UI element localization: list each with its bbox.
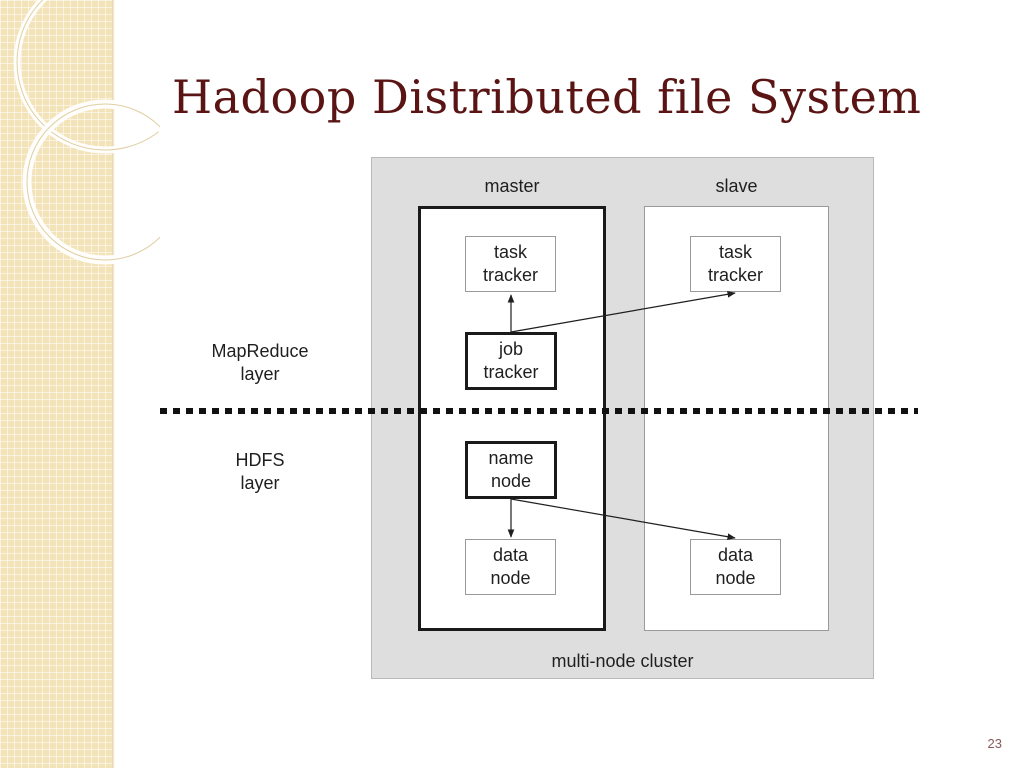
job-tracker-line-2: tracker (483, 362, 539, 382)
decorative-side-strip (0, 0, 112, 768)
master-task-tracker: task tracker (465, 236, 556, 292)
hdfs-layer-line-1: HDFS (235, 450, 285, 470)
hdfs-layer-label: HDFS layer (190, 449, 330, 495)
name-node-line-1: name (488, 448, 534, 468)
job-tracker-line-1: job (498, 339, 524, 359)
mapreduce-layer-label: MapReduce layer (190, 340, 330, 386)
master-data-node: data node (465, 539, 556, 595)
name-node: name node (465, 441, 557, 499)
master-label: master (484, 176, 540, 196)
slave-data-node-line-1: data (717, 545, 754, 565)
slave-task-tracker-line-2: tracker (707, 265, 763, 285)
job-tracker: job tracker (465, 332, 557, 390)
mapreduce-layer-line-1: MapReduce (211, 341, 309, 361)
mapreduce-layer-line-2: layer (240, 364, 280, 384)
name-node-line-2: node (490, 471, 532, 491)
decorative-circles (13, 0, 160, 265)
slave-data-node-line-2: node (715, 568, 756, 588)
hdfs-layer-line-2: layer (240, 473, 280, 493)
slave-data-node: data node (690, 539, 781, 595)
master-data-node-line-2: node (490, 568, 531, 588)
cluster-label: multi-node cluster (551, 651, 694, 671)
slave-task-tracker: task tracker (690, 236, 781, 292)
master-data-node-line-1: data (492, 545, 529, 565)
page-number: 23 (987, 736, 1002, 751)
slide-title: Hadoop Distributed file System (172, 70, 922, 124)
slave-task-tracker-line-1: task (718, 242, 752, 262)
side-strip-edge (112, 0, 115, 768)
slave-label: slave (715, 176, 758, 196)
master-task-tracker-line-2: tracker (482, 265, 538, 285)
master-task-tracker-line-1: task (493, 242, 527, 262)
